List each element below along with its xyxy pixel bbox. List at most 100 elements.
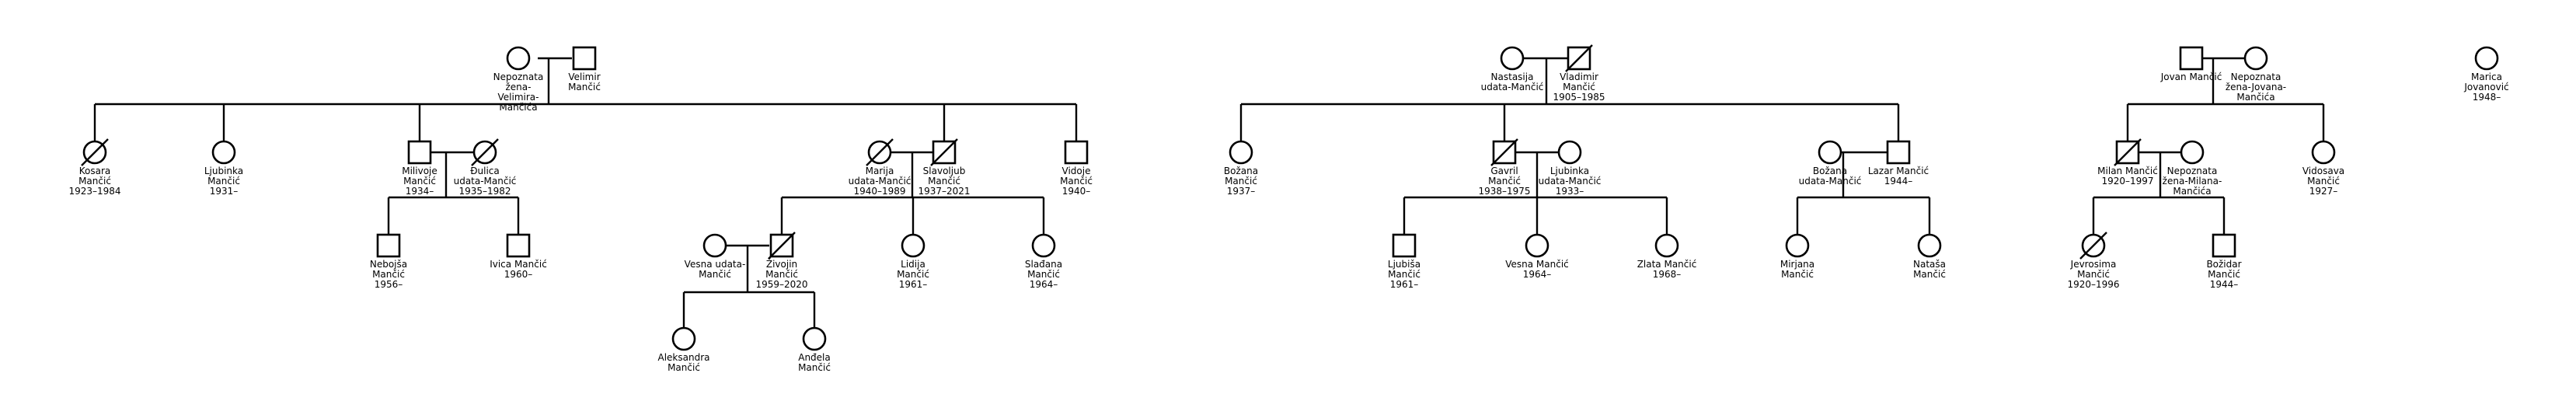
female-symbol xyxy=(1557,140,1582,165)
female-symbol xyxy=(1785,233,1810,258)
person-label-line: Jevrosima xyxy=(2070,259,2117,270)
person-label-line: 1964– xyxy=(1030,279,1058,290)
person-label-line: Mančić xyxy=(568,82,601,92)
person-label-line: Velimira- xyxy=(498,92,539,103)
person-label-line: Ljubinka xyxy=(204,166,243,176)
female-symbol xyxy=(702,233,727,258)
person-label-line: Mančić xyxy=(798,362,831,373)
person-label-line: 1944– xyxy=(2210,279,2239,290)
male-symbol xyxy=(572,46,597,71)
person-label-line: Mančić xyxy=(897,269,929,280)
person-label-line: Mančić xyxy=(928,176,960,187)
person-label-line: udata-Mančić xyxy=(849,176,912,187)
person-label-line: Mančić xyxy=(1781,269,1814,280)
person-label-line: Marica xyxy=(2471,71,2502,82)
male-symbol xyxy=(407,140,432,165)
person-label-line: Mančić xyxy=(2307,176,2340,187)
person-label-line: Božana xyxy=(1224,166,1258,176)
person-label-line: Mančić xyxy=(1388,269,1420,280)
deceased-slash xyxy=(471,138,499,166)
person-label-line: 1968– xyxy=(1653,269,1682,280)
deceased-slash xyxy=(768,232,796,260)
male-symbol xyxy=(506,233,531,258)
person-label-line: Ivica Mančić xyxy=(490,259,547,270)
deceased-slash xyxy=(2114,138,2142,166)
person-label-line: 1960– xyxy=(504,269,533,280)
person-label-line: 1933– xyxy=(1556,186,1584,197)
person-label-line: 1944– xyxy=(1884,176,1913,187)
person-label-line: Jovanović xyxy=(2463,82,2508,92)
person-label-line: 1961– xyxy=(899,279,928,290)
person-label-line: Mančić xyxy=(372,269,405,280)
person-label-line: Mančić xyxy=(2208,269,2240,280)
person-label-line: udata-Mančić xyxy=(1799,176,1862,187)
person-label-line: Slađana xyxy=(1025,259,1062,270)
person-label-line: Gavril xyxy=(1490,166,1518,176)
deceased-slash xyxy=(930,138,958,166)
person-label-line: Vesna udata- xyxy=(685,259,746,270)
female-symbol xyxy=(1818,140,1842,165)
person-label-line: Nepoznata xyxy=(2231,71,2281,82)
relationship-lines xyxy=(93,57,2325,328)
person-label-line: Marija xyxy=(866,166,894,176)
person-label-line: Mančić xyxy=(2077,269,2110,280)
person-label-line: 1935–1982 xyxy=(458,186,511,197)
person-label-line: Nataša xyxy=(1913,259,1946,270)
person-label-line: 1940–1989 xyxy=(853,186,905,197)
male-symbol xyxy=(2212,233,2236,258)
person-label-line: Mirjana xyxy=(1780,259,1814,270)
person-label-line: 1964– xyxy=(1523,269,1552,280)
person-label-line: udata-Mančić xyxy=(454,176,517,187)
person-label-line: 1920–1996 xyxy=(2067,279,2119,290)
person-label-line: Ljubiša xyxy=(1388,259,1420,270)
person-label-line: Đulica xyxy=(470,166,500,176)
person-label-line: Vidoje xyxy=(1062,166,1091,176)
person-label-line: žena-Jovana- xyxy=(2226,82,2286,92)
male-symbol xyxy=(376,233,401,258)
person-label-line: Vidosava xyxy=(2302,166,2344,176)
female-symbol xyxy=(506,46,531,71)
person-label-line: 1923–1984 xyxy=(68,186,120,197)
person-label-line: Velimir xyxy=(568,71,600,82)
person-label-line: Mančić xyxy=(1060,176,1093,187)
person-label-line: Nebojša xyxy=(370,259,407,270)
person-label-line: 1937–2021 xyxy=(918,186,970,197)
person-label-line: Mančić xyxy=(765,269,798,280)
person-label-line: Mančić xyxy=(699,269,731,280)
female-symbol xyxy=(901,233,925,258)
person-label-line: 1920–1997 xyxy=(2101,176,2153,187)
person-label-line: 1937– xyxy=(1227,186,1256,197)
male-symbol xyxy=(2179,46,2204,71)
person-label-line: 1940– xyxy=(1062,186,1091,197)
person-label-line: Mančić xyxy=(668,362,700,373)
person-label-line: Mančić xyxy=(403,176,436,187)
person-label-line: Vesna Mančić xyxy=(1505,259,1569,270)
person-label-line: Jovan Mančić xyxy=(2160,71,2222,82)
person-label-line: žena-Milana- xyxy=(2163,176,2222,187)
person-vesna-udata: Vesna udata-Mančić xyxy=(685,233,746,280)
person-label-line: Mančić xyxy=(1488,176,1521,187)
female-symbol xyxy=(2474,46,2499,71)
person-label-line: Nastasija xyxy=(1491,71,1534,82)
deceased-slash xyxy=(1490,138,1518,166)
person-label-line: Nepoznata xyxy=(493,71,544,82)
female-symbol xyxy=(2243,46,2268,71)
